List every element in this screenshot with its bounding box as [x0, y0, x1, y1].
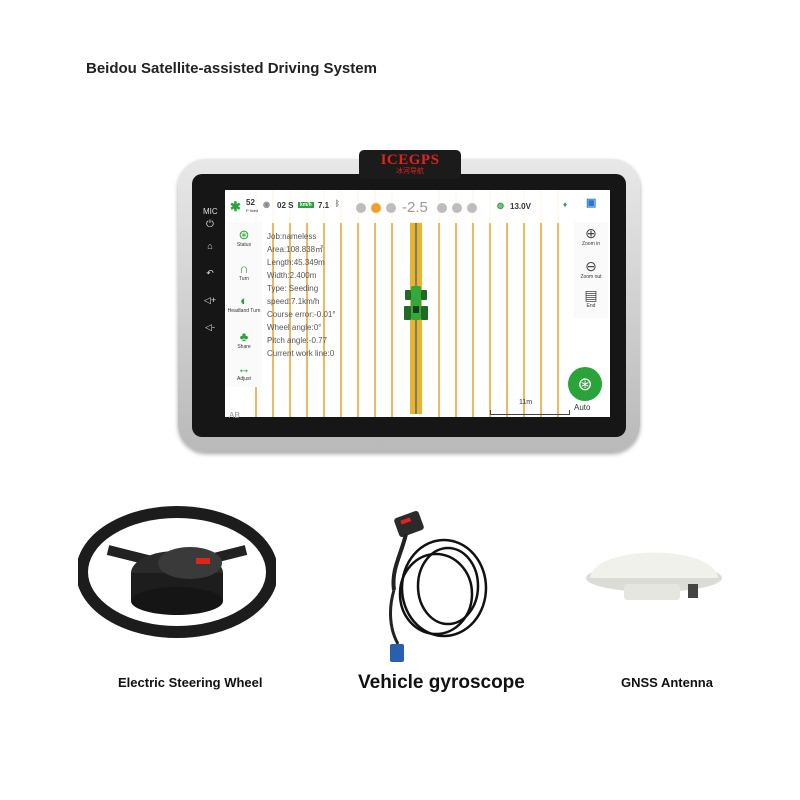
- tractor-icon: [404, 286, 428, 320]
- zoom-out-button[interactable]: ⊖ Zoom out: [574, 258, 608, 281]
- signal-value: 02 S: [277, 201, 294, 210]
- volume-down-icon[interactable]: ◁-: [205, 322, 215, 332]
- course-error: Course error:-0.01°: [267, 310, 336, 319]
- brand-logo-text: ICEGPS: [380, 152, 440, 168]
- work-line: [323, 190, 325, 417]
- adjust-button[interactable]: ↔ Adjust: [226, 361, 262, 383]
- toggle-icon: ◐: [240, 293, 248, 308]
- status-button[interactable]: ⊛ Status: [226, 227, 262, 249]
- gnss-antenna-product-image: [586, 552, 722, 600]
- job-area: Area:108.838㎡: [267, 245, 324, 254]
- share-button[interactable]: ♣ Share: [226, 329, 262, 351]
- zoom-out-icon: ⊖: [585, 258, 597, 274]
- headland-turn-button[interactable]: ◐ Headland Turn: [227, 293, 261, 315]
- signal-icon: ◉: [263, 200, 270, 209]
- back-icon[interactable]: ↶: [206, 268, 214, 278]
- battery-icon: ◍: [497, 201, 504, 210]
- job-width: Width:2.400m: [267, 271, 317, 280]
- work-line: [540, 190, 542, 417]
- deviation-dot: [437, 203, 447, 213]
- ab-line-label: AB: [229, 411, 240, 420]
- speed-value: 7.1: [318, 201, 330, 210]
- zoom-in-button[interactable]: ⊕ Zoom in: [574, 225, 608, 248]
- work-line: [357, 190, 359, 417]
- wheel-angle: Wheel angle:0°: [267, 323, 322, 332]
- status-bar: [225, 190, 610, 223]
- page-title: Beidou Satellite-assisted Driving System: [86, 60, 377, 77]
- satellite-count: 52: [246, 198, 255, 207]
- job-info-panel: Job:nameless Area:108.838㎡ Length:45.349…: [267, 230, 336, 360]
- job-type: Type: Seeding: [267, 284, 319, 293]
- deviation-dot: [386, 203, 396, 213]
- gyroscope-caption: Vehicle gyroscope: [358, 672, 525, 693]
- steering-wheel-icon: ⊛: [238, 227, 250, 242]
- work-line: [455, 190, 457, 417]
- work-line: [489, 190, 491, 417]
- job-length: Length:45.349m: [267, 258, 325, 267]
- voltage-value: 13.0V: [510, 202, 531, 211]
- work-line: [374, 190, 376, 417]
- steering-wheel-product-image: [78, 506, 276, 638]
- left-menu: [226, 222, 262, 387]
- speed-unit-badge: km/h: [298, 202, 314, 208]
- mic-label: MIC: [203, 207, 218, 216]
- job-speed: speed:7.1km/h: [267, 297, 320, 306]
- work-line: [289, 190, 291, 417]
- adjust-icon: ↔: [237, 361, 251, 376]
- brand-logo: ICEGPS 冰河导航: [359, 150, 461, 179]
- zoom-in-icon: ⊕: [585, 225, 597, 241]
- work-line: [557, 190, 559, 417]
- fix-status: P fixed: [246, 208, 259, 213]
- deviation-dot: [467, 203, 477, 213]
- pitch-angle: Pitch angle:-0.77: [267, 336, 328, 345]
- turn-button[interactable]: ∩ Turn: [226, 261, 262, 283]
- work-line: [523, 190, 525, 417]
- compass-icon[interactable]: ♦: [563, 200, 568, 209]
- auto-label: Auto: [574, 403, 591, 412]
- share-icon: ♣: [239, 329, 249, 344]
- vehicle-gyroscope-product-image: [389, 511, 488, 662]
- end-button[interactable]: ▤ End: [574, 287, 608, 310]
- gnss-antenna-caption: GNSS Antenna: [621, 675, 713, 690]
- work-line: [506, 190, 508, 417]
- work-line: [340, 190, 342, 417]
- brand-logo-subtext: 冰河导航: [396, 168, 424, 175]
- deviation-dot: [452, 203, 462, 213]
- work-line: [391, 190, 393, 417]
- bluetooth-icon: ᛒ: [335, 199, 340, 208]
- deviation-dot: [356, 203, 366, 213]
- work-line: [472, 190, 474, 417]
- home-icon[interactable]: ⌂: [207, 241, 213, 251]
- deviation-dot-active: [371, 203, 381, 213]
- satellite-icon: ✱: [230, 199, 241, 214]
- work-line: [306, 190, 308, 417]
- volume-up-icon[interactable]: ◁+: [203, 295, 217, 305]
- work-line: [272, 190, 274, 417]
- map-scale-label: 11m: [519, 399, 533, 406]
- job-name: Job:nameless: [267, 232, 317, 241]
- end-icon: ▤: [584, 287, 598, 303]
- auto-steer-button[interactable]: ⊛: [568, 367, 602, 401]
- steering-wheel-icon: ⊛: [577, 374, 593, 394]
- map-scale-bar: [490, 410, 570, 415]
- steering-wheel-caption: Electric Steering Wheel: [118, 675, 263, 690]
- work-line: [438, 190, 440, 417]
- camera-icon[interactable]: ▣: [586, 197, 597, 209]
- u-turn-icon: ∩: [239, 261, 249, 276]
- power-icon[interactable]: ⏻: [206, 219, 214, 230]
- current-work-line: Current work line:0: [267, 349, 335, 358]
- course-offset: -2.5: [402, 199, 428, 216]
- right-menu: [574, 222, 608, 318]
